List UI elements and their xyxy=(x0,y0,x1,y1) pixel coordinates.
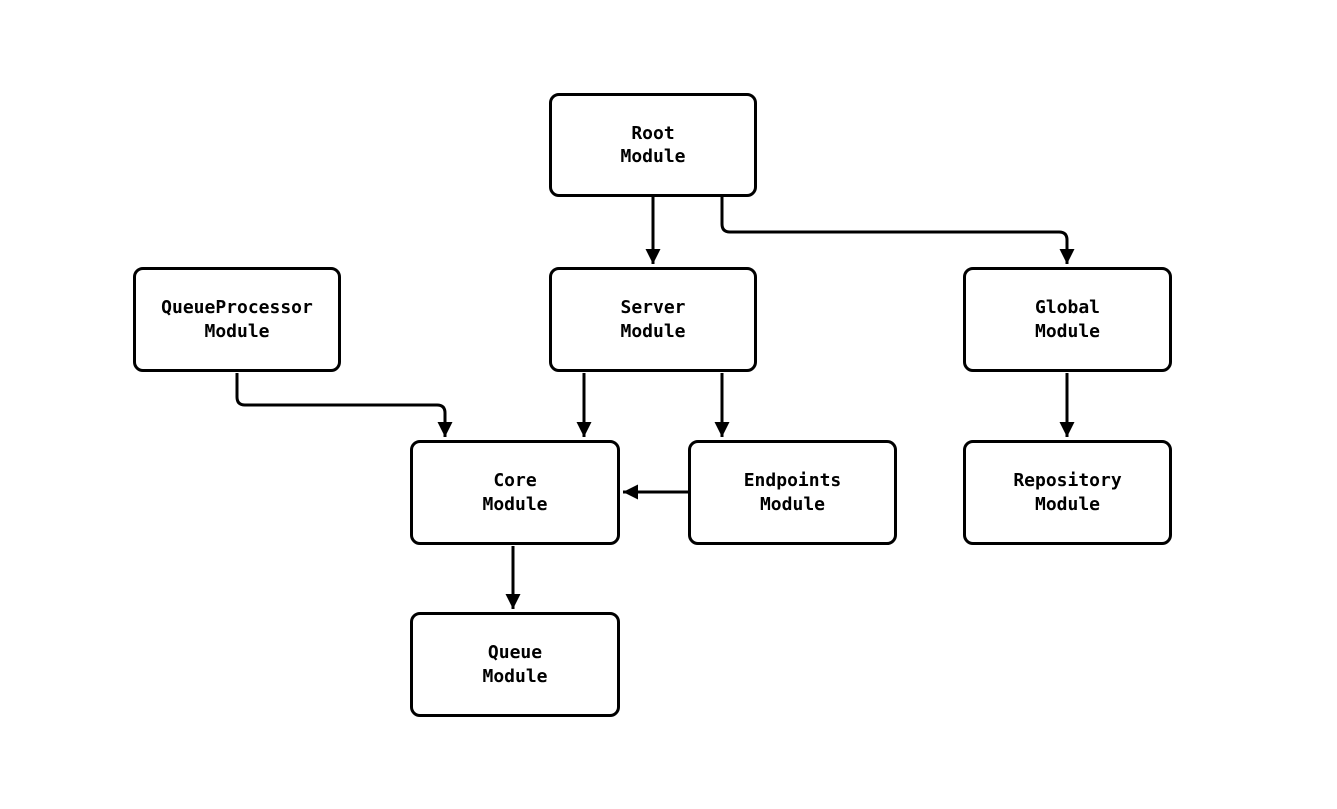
node-queue-module: Queue Module xyxy=(410,612,620,717)
edge-root-to-global xyxy=(720,197,1075,264)
node-global-module: Global Module xyxy=(963,267,1172,372)
node-endpoints-module: Endpoints Module xyxy=(688,440,897,545)
node-root-module: Root Module xyxy=(549,93,757,197)
node-server-module: Server Module xyxy=(549,267,757,372)
node-core-module: Core Module xyxy=(410,440,620,545)
node-repository-module: Repository Module xyxy=(963,440,1172,545)
edge-queueprocessor-to-core xyxy=(235,373,453,437)
node-queueprocessor-module: QueueProcessor Module xyxy=(133,267,341,372)
